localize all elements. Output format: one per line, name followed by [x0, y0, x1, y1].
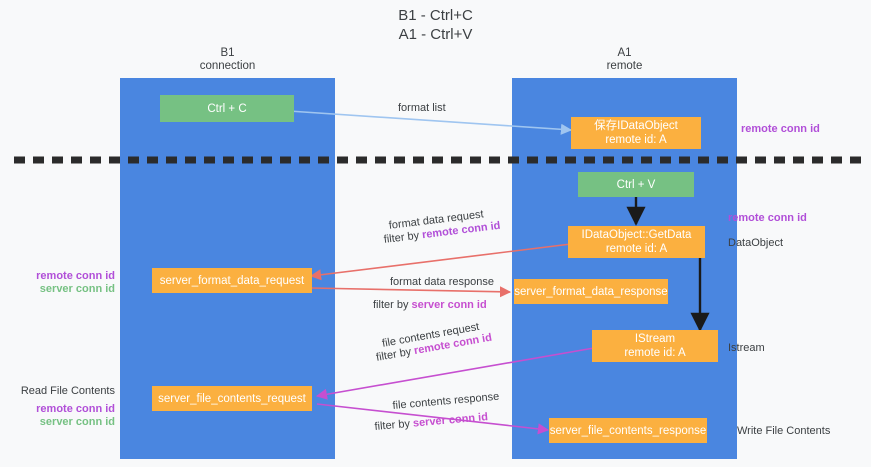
keyword-server-conn-id: server conn id [412, 411, 489, 430]
node-ctrl-c-label: Ctrl + C [207, 102, 247, 115]
node-idataobject-getdata[interactable]: IDataObject::GetData remote id: A [568, 226, 705, 258]
side-label-remote-conn-id-left-bottom: remote conn id [36, 403, 115, 415]
filter-prefix: filter by [375, 345, 416, 364]
edge-label-format-data-response: format data response [390, 276, 494, 288]
side-label-write-file-contents: Write File Contents [737, 425, 831, 437]
column-header-a1-name: A1 [617, 47, 632, 59]
diagram-title: B1 - Ctrl+C A1 - Ctrl+V [0, 6, 871, 44]
node-istream-line1: IStream [634, 333, 676, 345]
column-header-a1: A1 remote [512, 47, 737, 73]
node-ctrl-c[interactable]: Ctrl + C [160, 95, 294, 122]
node-server-format-data-request[interactable]: server_format_data_request [152, 268, 312, 293]
node-istream[interactable]: IStream remote id: A [592, 330, 718, 362]
node-server-file-contents-response[interactable]: server_file_contents_response [549, 418, 707, 443]
side-label-remote-conn-id-left-mid: remote conn id [36, 270, 115, 282]
node-save-idataobject[interactable]: 保存IDataObject remote id: A [571, 117, 701, 149]
filter-prefix: filter by [374, 417, 414, 433]
side-label-remote-conn-id-top: remote conn id [741, 123, 820, 135]
edge-label-file-contents-response-text: file contents response [392, 390, 500, 412]
node-server-format-data-request-label: server_format_data_request [159, 274, 305, 287]
edge-label-format-data-response-filter: filter by server conn id [373, 298, 487, 312]
node-server-file-contents-response-label: server_file_contents_response [549, 424, 707, 437]
side-label-server-conn-id-left-bottom: server conn id [39, 416, 115, 428]
node-server-file-contents-request-label: server_file_contents_request [158, 392, 306, 405]
edge-label-format-list: format list [398, 102, 446, 114]
column-header-b1-name: B1 [220, 47, 235, 59]
column-header-b1: B1 connection [120, 47, 335, 73]
node-server-format-data-response[interactable]: server_format_data_response [514, 279, 668, 304]
node-save-idataobject-line2: remote id: A [605, 134, 667, 146]
side-label-istream: Istream [728, 342, 765, 354]
keyword-server-conn-id: server conn id [411, 299, 487, 311]
node-istream-line2: remote id: A [624, 347, 686, 359]
title-line-2: A1 - Ctrl+V [398, 26, 473, 43]
title-line-1: B1 - Ctrl+C [398, 7, 473, 24]
edge-label-file-contents-response-filter: filter by server conn id [374, 410, 489, 435]
node-idataobject-getdata-line2: remote id: A [605, 243, 668, 255]
side-label-read-file-contents: Read File Contents [20, 385, 115, 397]
side-label-remote-conn-id-mid: remote conn id [728, 212, 807, 224]
filter-prefix: filter by [373, 299, 412, 311]
side-label-dataobject: DataObject [728, 237, 784, 249]
node-save-idataobject-line1: 保存IDataObject [594, 120, 678, 132]
node-ctrl-v-label: Ctrl + V [616, 178, 656, 191]
node-ctrl-v[interactable]: Ctrl + V [578, 172, 694, 197]
filter-prefix: filter by [383, 229, 423, 246]
column-header-a1-sub: remote [606, 60, 643, 72]
column-header-b1-sub: connection [199, 60, 256, 72]
side-label-server-conn-id-left-mid: server conn id [39, 283, 115, 295]
node-server-file-contents-request[interactable]: server_file_contents_request [152, 386, 312, 411]
node-server-format-data-response-label: server_format_data_response [514, 285, 668, 298]
node-idataobject-getdata-line1: IDataObject::GetData [581, 229, 692, 241]
